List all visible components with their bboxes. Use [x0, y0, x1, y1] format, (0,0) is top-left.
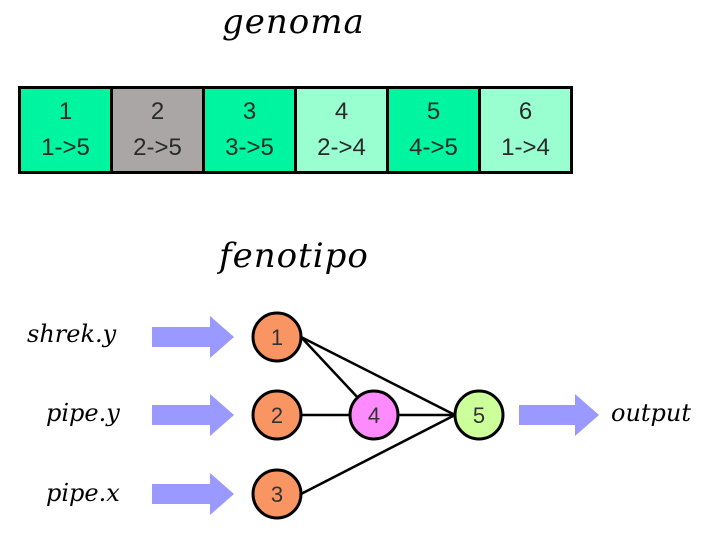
gene-connection: 1->4 [501, 134, 550, 161]
node-5 [453, 389, 505, 441]
gene-connection: 2->4 [317, 134, 366, 161]
genome-title: genoma [222, 2, 365, 42]
gene-1: 1 1->5 [21, 89, 113, 171]
node-1-label: 1 [271, 325, 283, 350]
node-3 [251, 468, 303, 520]
gene-id: 2 [150, 98, 165, 125]
gene-id: 4 [334, 98, 349, 125]
node-2-label: 2 [271, 403, 283, 428]
node-4 [348, 389, 400, 441]
node-1 [251, 311, 303, 363]
gene-connection: 4->5 [409, 134, 458, 161]
gene-5: 5 4->5 [389, 89, 481, 171]
input-arrow-2 [152, 394, 234, 436]
gene-2: 2 2->5 [113, 89, 205, 171]
input-label-2: pipe.y [46, 399, 120, 427]
gene-connection: 1->5 [41, 134, 90, 161]
gene-4: 4 2->4 [297, 89, 389, 171]
gene-id: 3 [242, 98, 257, 125]
node-5-label: 5 [473, 403, 485, 428]
node-2 [251, 389, 303, 441]
gene-connection: 3->5 [225, 134, 274, 161]
genome-strip: 1 1->5 2 2->5 3 3->5 4 2->4 5 4->5 6 1->… [18, 86, 573, 174]
edge-1-5 [300, 335, 456, 417]
gene-connection: 2->5 [133, 134, 182, 161]
node-4-label: 4 [368, 403, 380, 428]
output-label: output [611, 399, 692, 427]
input-label-3: pipe.x [46, 479, 120, 507]
gene-id: 6 [518, 98, 533, 125]
gene-id: 5 [426, 98, 441, 125]
input-arrow-3 [152, 473, 234, 515]
gene-id: 1 [58, 98, 73, 125]
edge-3-5 [300, 413, 456, 496]
gene-3: 3 3->5 [205, 89, 297, 171]
output-arrow [519, 394, 599, 436]
phenotype-title: fenotipo [219, 236, 369, 276]
input-arrow-1 [152, 316, 234, 358]
node-3-label: 3 [271, 482, 283, 507]
gene-6: 6 1->4 [481, 89, 570, 171]
input-label-1: shrek.y [27, 320, 117, 348]
